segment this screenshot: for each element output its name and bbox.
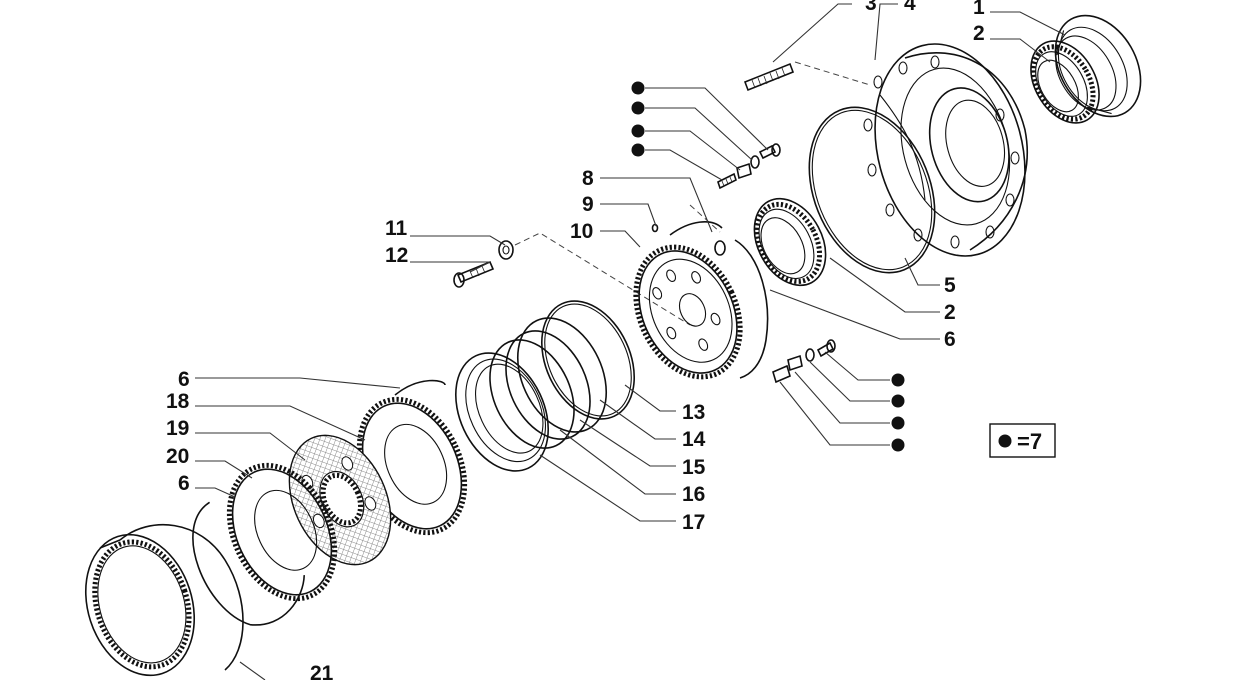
bullet-dot bbox=[631, 81, 645, 95]
legend-box: =7 bbox=[989, 423, 1056, 458]
part-2-bearing-cone-lower bbox=[753, 197, 827, 287]
upper-bullet-hardware bbox=[717, 143, 781, 190]
bullet-dot bbox=[891, 373, 905, 387]
part-6-snap-ring-right bbox=[734, 239, 769, 379]
assembly-axis-lines bbox=[514, 61, 871, 326]
callout-10: 10 bbox=[570, 220, 593, 243]
callout-2-top: 2 bbox=[973, 22, 985, 45]
part-19-friction-disc bbox=[288, 434, 392, 566]
callout-2-mid: 2 bbox=[944, 301, 956, 324]
callout-14: 14 bbox=[682, 428, 706, 451]
screw-lower bbox=[816, 339, 836, 358]
part-4-wheel-hub bbox=[863, 43, 1029, 257]
callout-20: 20 bbox=[166, 445, 189, 468]
plug-upper bbox=[736, 162, 752, 180]
part-6-snap-ring-left bbox=[394, 379, 446, 396]
legend-frame bbox=[989, 423, 1056, 458]
callout-6-lower: 6 bbox=[178, 472, 190, 495]
callout-9: 9 bbox=[582, 193, 594, 216]
spring-upper bbox=[717, 172, 737, 190]
callout-11: 11 bbox=[385, 217, 408, 240]
part-13-ring bbox=[540, 300, 636, 420]
part-1-bearing-cup bbox=[1054, 14, 1142, 118]
part-5-o-ring bbox=[808, 106, 936, 274]
part-3-stud-bolt bbox=[743, 62, 795, 92]
bullet-dot bbox=[631, 124, 645, 138]
callout-13: 13 bbox=[682, 401, 705, 424]
legend-text: =7 bbox=[1017, 429, 1042, 454]
callout-21: 21 bbox=[310, 662, 334, 680]
part-11-nut bbox=[498, 240, 514, 260]
callout-6-left: 6 bbox=[178, 368, 190, 391]
callout-12: 12 bbox=[385, 244, 408, 267]
part-16-ring bbox=[489, 339, 575, 449]
callout-1: 1 bbox=[973, 0, 985, 19]
part-12-bolt bbox=[453, 260, 495, 288]
part-2-bearing-cone-upper bbox=[1030, 40, 1100, 124]
callout-18: 18 bbox=[166, 390, 190, 413]
bullet-dot bbox=[891, 416, 905, 430]
callout-19: 19 bbox=[166, 417, 189, 440]
part-9-ball bbox=[651, 223, 659, 233]
part-15-ring bbox=[505, 330, 591, 440]
bullet-markers bbox=[631, 81, 905, 452]
leader-lines bbox=[195, 3, 1066, 680]
bullet-dot bbox=[891, 438, 905, 452]
callout-5: 5 bbox=[944, 274, 956, 297]
bullet-dot bbox=[891, 394, 905, 408]
part-10-brake-carrier bbox=[633, 244, 743, 380]
plug-lower bbox=[787, 354, 803, 372]
washer-lower bbox=[805, 348, 815, 362]
bullet-dot bbox=[631, 101, 645, 115]
callout-6-right: 6 bbox=[944, 328, 956, 351]
part-8-ring-arc bbox=[669, 221, 723, 236]
lower-bullet-hardware bbox=[772, 339, 836, 384]
screw-upper bbox=[758, 143, 781, 160]
hub-bolt-holes bbox=[863, 55, 1020, 249]
bullet-dot bbox=[631, 143, 645, 157]
part-17-piston bbox=[454, 352, 550, 472]
washer-upper bbox=[750, 155, 760, 169]
callout-3: 3 bbox=[865, 0, 877, 15]
callout-15: 15 bbox=[682, 456, 706, 479]
callout-16: 16 bbox=[682, 483, 705, 506]
spring-lower bbox=[772, 364, 791, 384]
callout-8: 8 bbox=[582, 167, 594, 190]
callout-17: 17 bbox=[682, 511, 705, 534]
part-8-small-o-ring bbox=[714, 240, 726, 256]
callout-labels: 1 2 3 4 5 2 6 8 9 10 11 12 13 14 15 16 1… bbox=[166, 0, 985, 680]
part-14-ring bbox=[516, 317, 608, 433]
part-20-brake-plate bbox=[226, 462, 338, 602]
callout-4: 4 bbox=[904, 0, 916, 15]
part-21-ring-gear bbox=[84, 523, 244, 677]
legend-dot-icon bbox=[998, 434, 1012, 448]
